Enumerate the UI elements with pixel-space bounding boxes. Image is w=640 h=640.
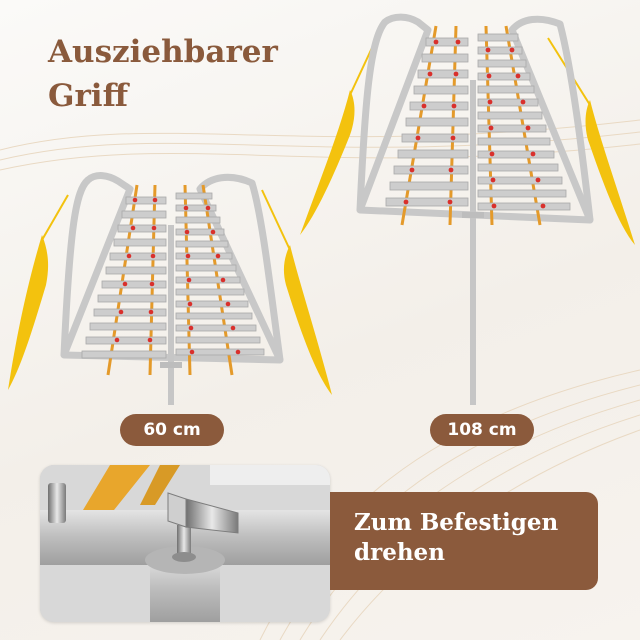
size-label-60cm: 60 cm (120, 414, 224, 446)
wing-screw-detail-drawing (40, 465, 330, 622)
wing-screw-detail-image (40, 465, 330, 622)
headline: Ausziehbarer Griff (48, 34, 278, 114)
xylophone-small-image (8, 172, 332, 405)
xylophone-large-image (300, 13, 635, 405)
size-label-108cm: 108 cm (430, 414, 534, 446)
rotate-to-fasten-banner: Zum Befestigen drehen (330, 492, 598, 590)
